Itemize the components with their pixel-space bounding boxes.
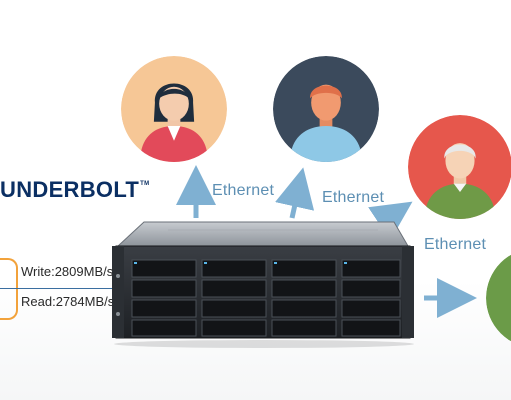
brand-text: UNDERBOLT <box>0 177 140 202</box>
speed-divider <box>0 288 112 289</box>
thunderbolt-logo: UNDERBOLTTM <box>0 177 149 203</box>
elderly-man-avatar-icon <box>408 115 511 219</box>
read-speed: Read:2784MB/s <box>21 294 115 309</box>
rackmount-storage-server <box>108 218 420 348</box>
ethernet-label: Ethernet <box>322 189 385 206</box>
ethernet-label: Ethernet <box>424 236 487 253</box>
woman-avatar-icon <box>121 56 227 162</box>
write-speed: Write:2809MB/s <box>21 264 114 279</box>
man-avatar-icon <box>273 56 379 162</box>
brand-trademark: TM <box>140 181 150 187</box>
arrow-icon <box>275 167 315 219</box>
connection-bracket <box>0 258 18 320</box>
ethernet-label: Ethernet <box>212 182 275 199</box>
partial-avatar-icon <box>486 248 511 348</box>
